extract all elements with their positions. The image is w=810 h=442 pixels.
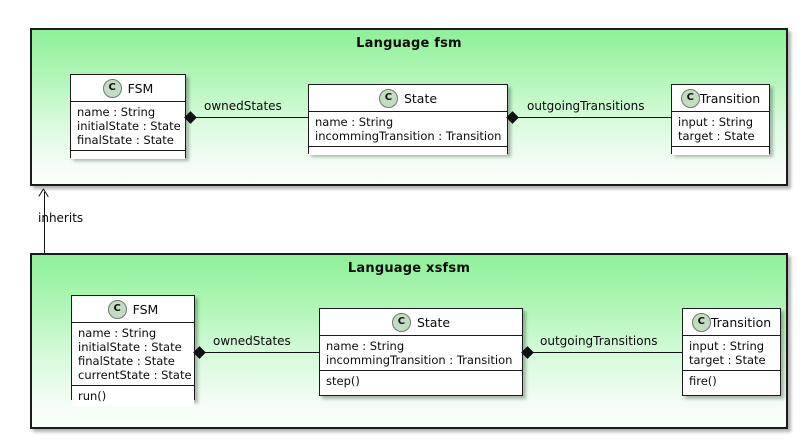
attribute-row: incommingTransition : Transition	[315, 129, 502, 143]
class-icon: C	[378, 88, 398, 108]
class-box-fsm-transition[interactable]: C Transition input : String target : Sta…	[671, 84, 770, 155]
inheritance-arrow-shaft	[44, 192, 45, 253]
class-icon: C	[691, 312, 711, 332]
class-header: C State	[309, 85, 507, 112]
association-line-outgoingTransitions-fsm	[512, 117, 672, 118]
operation-row: step()	[326, 374, 360, 388]
attribute-row: target : State	[689, 353, 766, 367]
attribute-row: name : String	[326, 339, 405, 353]
operation-row: fire()	[689, 374, 717, 388]
class-icon: C	[391, 312, 411, 332]
class-name: State	[403, 90, 438, 106]
association-line-ownedStates-fsm	[190, 117, 308, 118]
association-label-ownedStates-fsm: ownedStates	[204, 99, 282, 113]
class-box-fsm-fsm[interactable]: C FSM name : String initialState : State…	[70, 74, 186, 159]
class-name: Transition	[710, 314, 772, 330]
operations-compartment	[71, 150, 185, 159]
operations-compartment	[672, 146, 769, 155]
class-header: C FSM	[71, 75, 185, 102]
class-box-xsfsm-transition[interactable]: C Transition input : String target : Sta…	[682, 308, 781, 396]
attributes-compartment: name : String initialState : State final…	[72, 323, 194, 385]
class-header: C FSM	[72, 296, 194, 323]
association-label-outgoingTransitions-xsfsm: outgoingTransitions	[540, 334, 658, 348]
attribute-row: name : String	[77, 105, 156, 119]
attribute-row: incommingTransition : Transition	[326, 353, 513, 367]
attributes-compartment: name : String incommingTransition : Tran…	[320, 336, 522, 370]
class-icon: C	[107, 299, 127, 319]
class-box-xsfsm-fsm[interactable]: C FSM name : String initialState : State…	[71, 295, 195, 406]
association-label-outgoingTransitions-fsm: outgoingTransitions	[527, 99, 645, 113]
attribute-row: initialState : State	[78, 340, 182, 354]
attributes-compartment: input : String target : State	[672, 112, 769, 146]
class-name: FSM	[127, 80, 154, 96]
class-box-fsm-state[interactable]: C State name : String incommingTransitio…	[308, 84, 508, 155]
attribute-row: target : State	[678, 129, 755, 143]
attribute-row: initialState : State	[77, 119, 181, 133]
class-name: FSM	[132, 301, 159, 317]
association-line-outgoingTransitions-xsfsm	[527, 352, 683, 353]
attributes-compartment: name : String initialState : State final…	[71, 102, 185, 150]
inheritance-label: inherits	[38, 211, 84, 225]
class-name: Transition	[699, 90, 761, 106]
class-box-xsfsm-state[interactable]: C State name : String incommingTransitio…	[319, 308, 523, 396]
operations-compartment	[309, 146, 507, 155]
class-name: State	[416, 314, 451, 330]
operations-compartment: fire()	[683, 370, 780, 391]
class-icon: C	[680, 88, 700, 108]
attributes-compartment: input : String target : State	[683, 336, 780, 370]
attribute-row: input : String	[678, 115, 754, 129]
attribute-row: currentState : State	[78, 368, 192, 382]
operation-row: run()	[78, 389, 107, 403]
class-header: C State	[320, 309, 522, 336]
attribute-row: finalState : State	[78, 354, 175, 368]
attribute-row: name : String	[315, 115, 394, 129]
class-header: C Transition	[672, 85, 769, 112]
class-header: C Transition	[683, 309, 780, 336]
attribute-row: name : String	[78, 326, 157, 340]
association-label-ownedStates-xsfsm: ownedStates	[213, 334, 291, 348]
operations-compartment: step()	[320, 370, 522, 391]
operations-compartment: run()	[72, 385, 194, 406]
attribute-row: finalState : State	[77, 133, 174, 147]
package-title-fsm: Language fsm	[356, 36, 462, 51]
class-icon: C	[102, 78, 122, 98]
package-title-xsfsm: Language xsfsm	[347, 261, 471, 276]
association-line-ownedStates-xsfsm	[199, 352, 319, 353]
attributes-compartment: name : String incommingTransition : Tran…	[309, 112, 507, 146]
attribute-row: input : String	[689, 339, 765, 353]
